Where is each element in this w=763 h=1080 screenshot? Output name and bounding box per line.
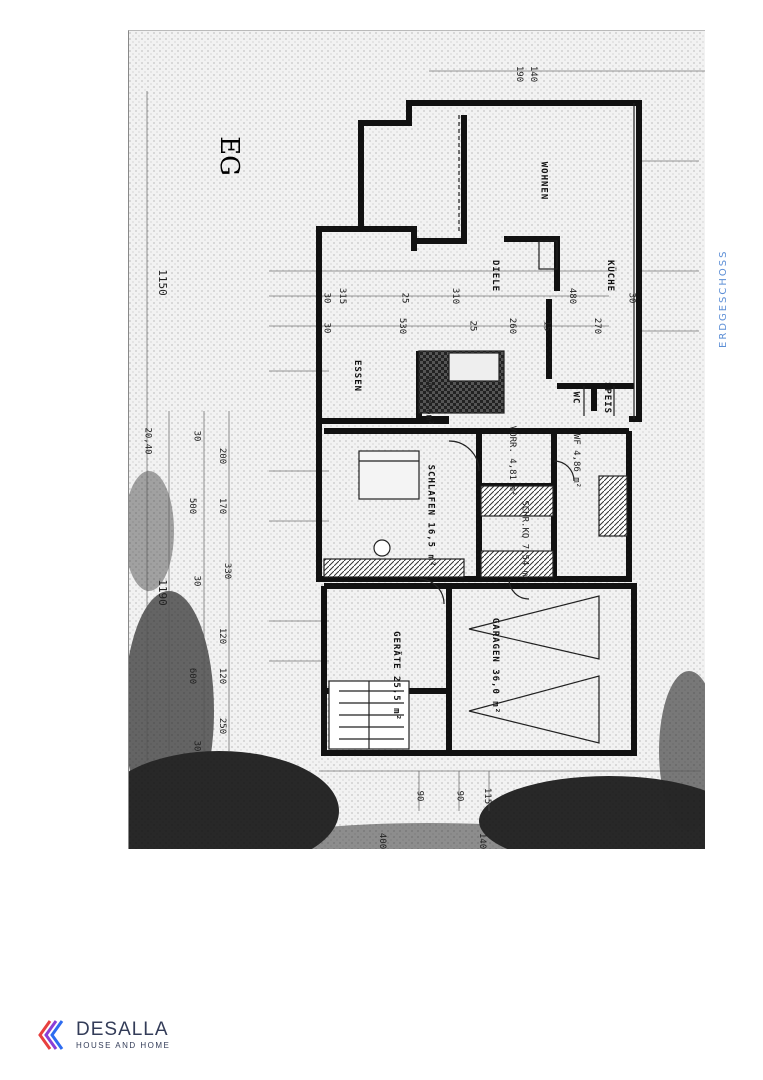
dim-330: 330: [222, 562, 233, 580]
room-label-wohnen: WOHNEN: [538, 161, 549, 201]
desalla-logo-icon: [38, 1020, 64, 1050]
dim-top-140: 140: [528, 65, 539, 83]
dim-30c: 30: [191, 740, 202, 752]
dim-bottom-90b: 90: [454, 790, 465, 802]
room-label-schlafen: SCHLAFEN 16,5 m²: [425, 464, 436, 568]
brand-name: DESALLA: [76, 1019, 169, 1040]
dim-bottom-115: 115: [482, 787, 493, 805]
room-label-wf: WF 4,86 m²: [571, 433, 582, 489]
dim-bottom-400: 400: [377, 832, 388, 849]
dim-170: 170: [217, 497, 228, 515]
dim-30e: 30: [321, 322, 332, 334]
floor-mark: EG: [213, 136, 244, 176]
dim-30d: 30: [321, 292, 332, 304]
dim-30f: 30: [626, 292, 637, 304]
dim-200: 200: [217, 447, 228, 465]
dim-bottom-140: 140: [477, 832, 488, 849]
dim-120a: 120: [217, 627, 228, 645]
dim-2040: 20,40: [142, 427, 153, 455]
scan-shadow: [129, 471, 705, 849]
dim-250: 250: [217, 717, 228, 735]
floor-plan-drawing: [129, 31, 705, 849]
dim-overall-left: 1190: [155, 579, 169, 606]
room-label-schrk: SCHR.KQ 7,54 m²: [519, 500, 530, 582]
dim-30b: 30: [191, 575, 202, 587]
room-label-wc: WC: [570, 391, 581, 405]
dim-120b: 120: [217, 667, 228, 685]
room-label-garagen: GARAGEN 36,0 m²: [490, 617, 501, 715]
dim-260: 260: [507, 317, 518, 335]
dim-overall-top: 1150: [155, 269, 169, 296]
dim-530: 530: [397, 317, 408, 335]
dim-bottom-90a: 90: [414, 790, 425, 802]
room-label-kueche: KÜCHE: [605, 259, 616, 293]
room-label-vorr: VORR. 4,81 m²: [507, 425, 518, 497]
dim-top-190: 190: [514, 65, 525, 83]
room-label-diele: DIELE: [490, 259, 501, 293]
dim-30a: 30: [191, 430, 202, 442]
floor-side-label: ERDGESCHOSS: [718, 249, 729, 348]
dim-310: 310: [450, 287, 461, 305]
staircase: [328, 680, 410, 750]
dim-270: 270: [592, 317, 603, 335]
floor-plan-scan: EG WOHNEN DIELE KÜCHE ESSEN BAD 3,6m² WC…: [128, 30, 705, 849]
dim-600: 600: [187, 667, 198, 685]
dim-25b: 25: [467, 320, 478, 332]
dim-315: 315: [337, 287, 348, 305]
room-label-geraete: GERÄTE 25,5 m²: [390, 631, 401, 721]
brand-logo: DESALLA HOUSE AND HOME: [36, 1019, 196, 1053]
dim-15: 15: [541, 320, 552, 332]
dim-25a: 25: [399, 292, 410, 304]
room-label-speis: SPEIS: [602, 381, 613, 415]
brand-tagline: HOUSE AND HOME: [76, 1041, 171, 1050]
room-label-essen: ESSEN: [352, 359, 363, 393]
dim-480: 480: [567, 287, 578, 305]
room-label-bad: BAD 3,6m²: [423, 376, 434, 426]
dim-500: 500: [187, 497, 198, 515]
